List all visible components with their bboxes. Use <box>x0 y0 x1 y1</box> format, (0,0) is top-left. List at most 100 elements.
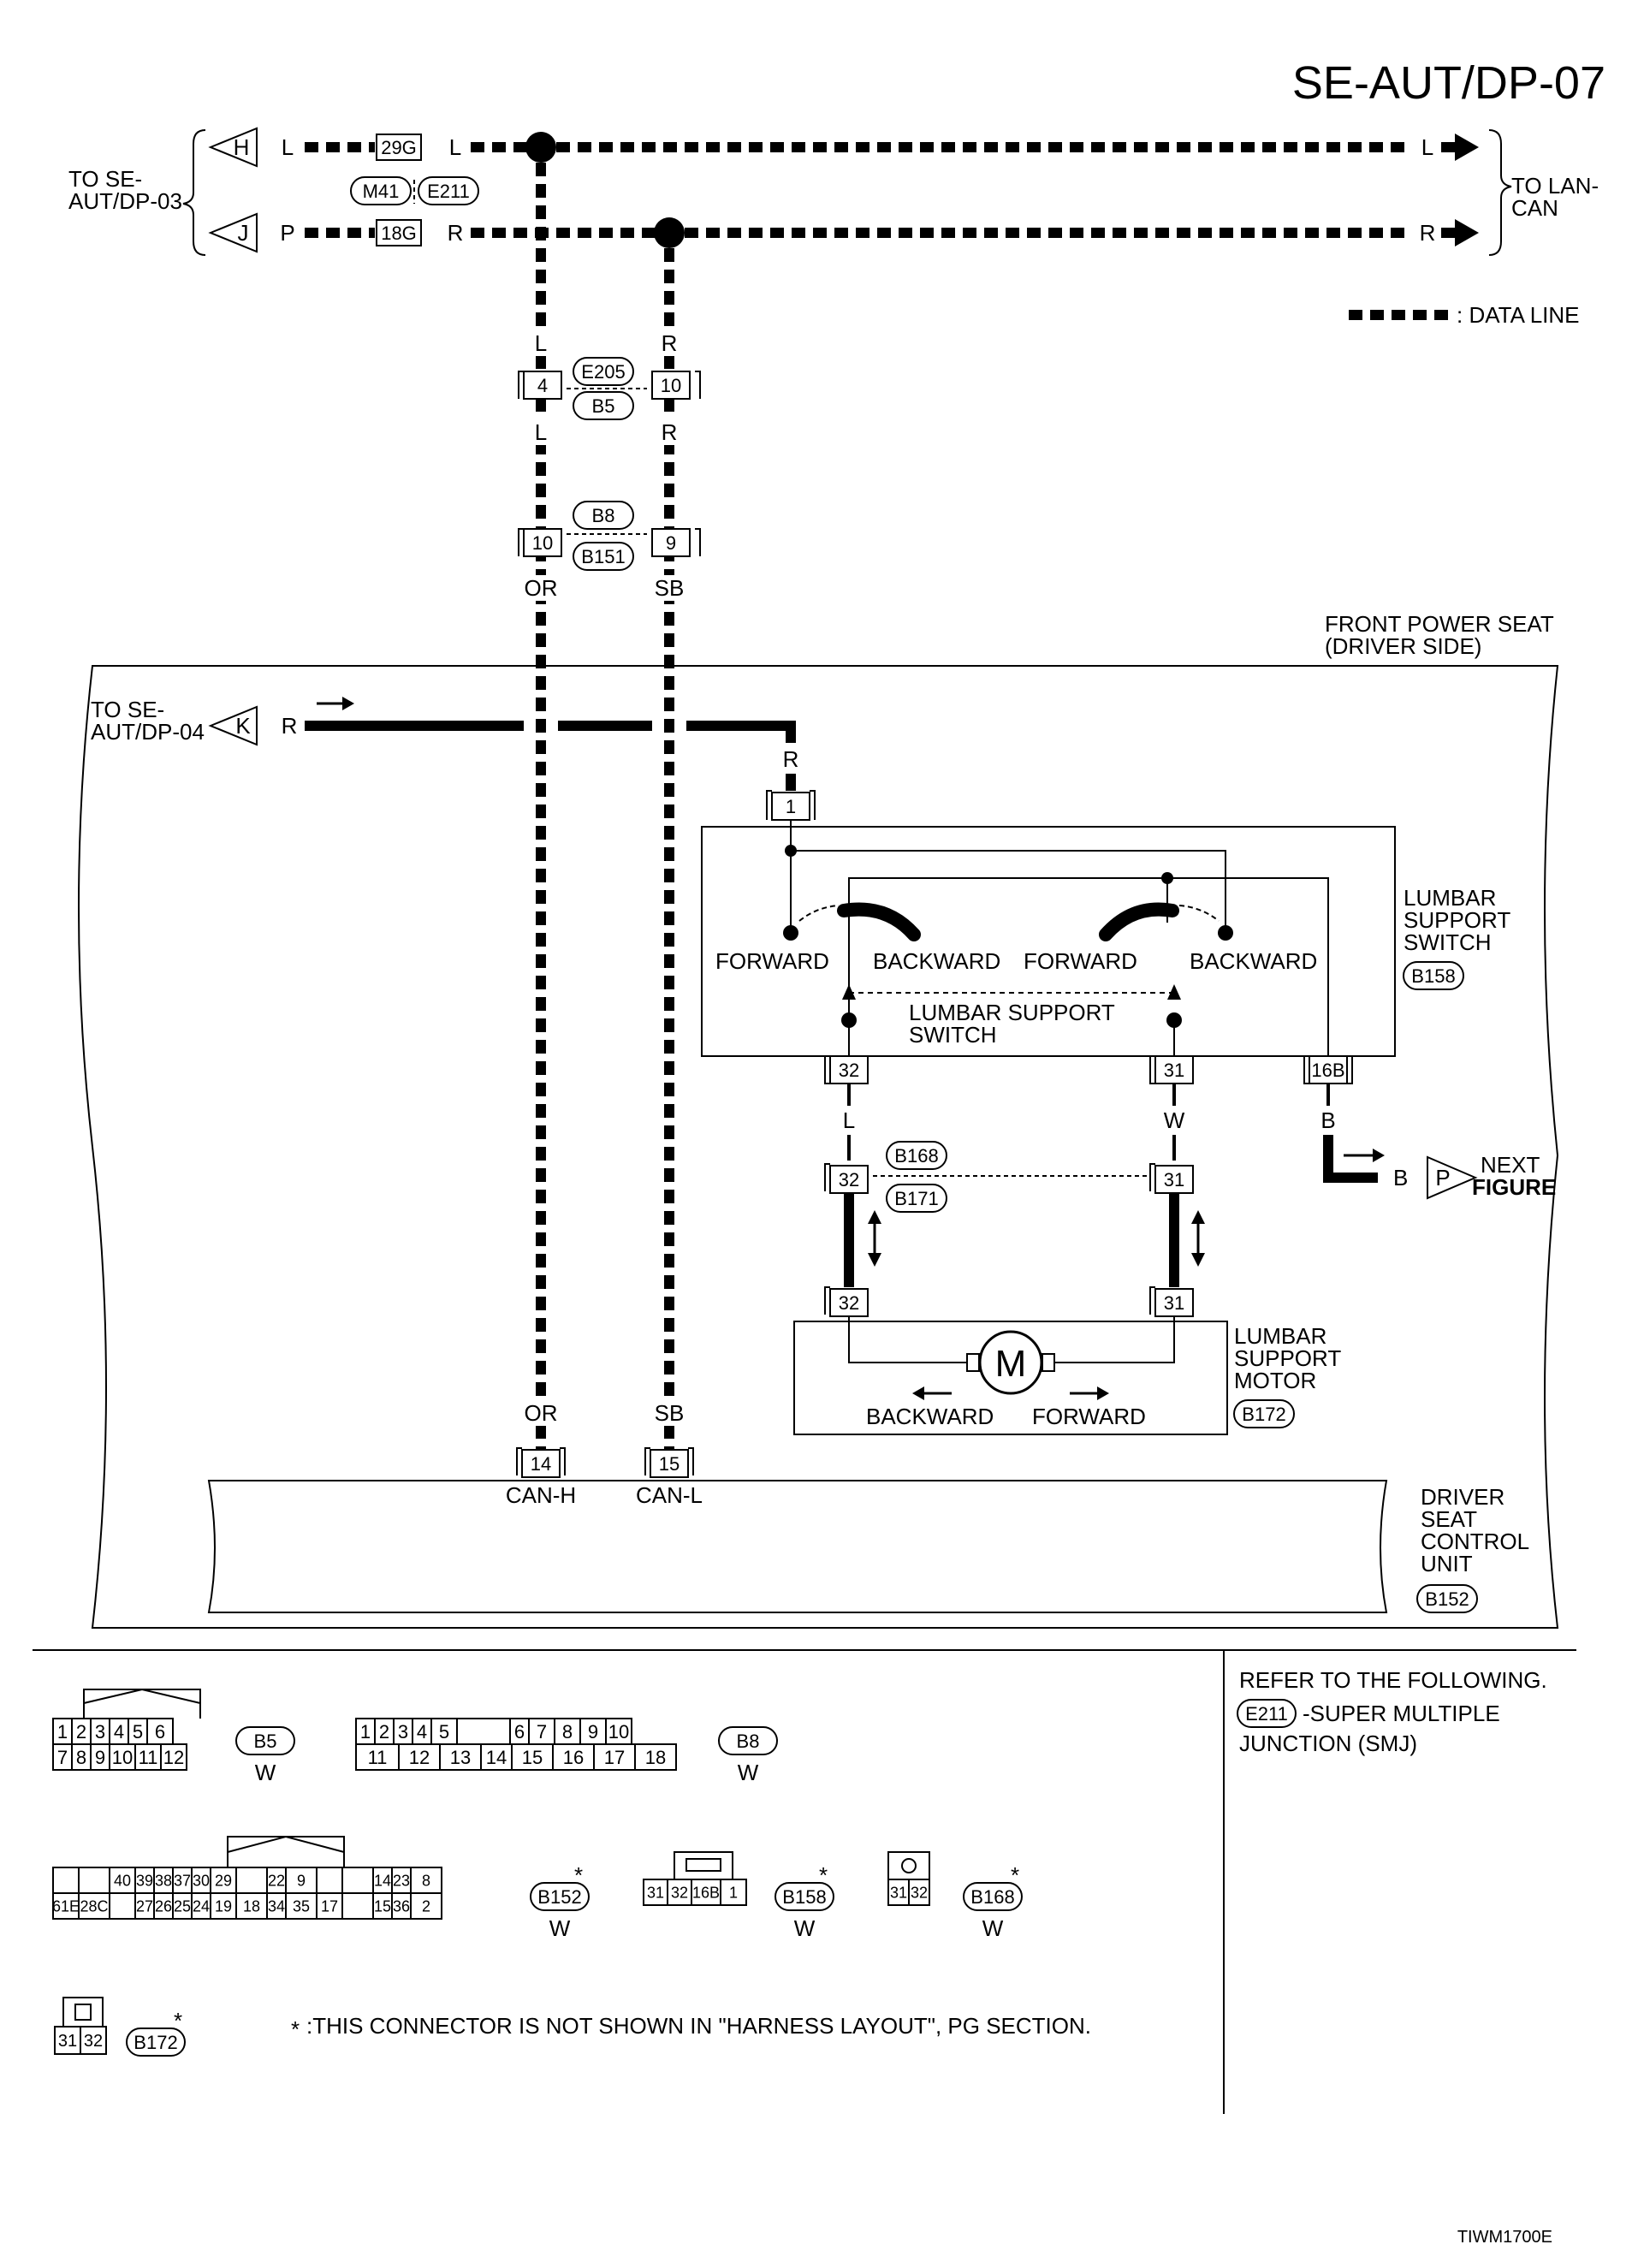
face-b8-label: B8 <box>737 1731 760 1752</box>
b152-bottom-cell <box>210 1892 237 1920</box>
pin-10-e205: 10 <box>661 375 681 396</box>
can-l-label: CAN-L <box>636 1482 703 1508</box>
to-se-aut-dp04-label: TO SE- <box>91 697 164 722</box>
arrow-p-letter: P <box>1435 1165 1450 1190</box>
connector-b168 <box>886 1141 947 1170</box>
refer-connector-e211 <box>1237 1699 1297 1728</box>
seat-title-2: (DRIVER SIDE) <box>1325 633 1481 659</box>
b5-bottom-cell-label: 11 <box>139 1747 158 1768</box>
b158-cell <box>720 1879 747 1906</box>
b5-bottom-cell-label: 12 <box>163 1747 184 1768</box>
refer-line-3: JUNCTION (SMJ) <box>1239 1731 1417 1756</box>
pin-9: 9 <box>666 532 676 554</box>
arrow-j-letter: J <box>238 220 249 246</box>
b152-bottom-cell <box>109 1892 136 1920</box>
b152-top-cell-label: 22 <box>268 1872 285 1889</box>
b8-bottom-cell-label: 12 <box>409 1747 430 1768</box>
b8-bottom-cell <box>511 1743 554 1771</box>
b8-top-cell-label: 5 <box>439 1721 449 1743</box>
wire-or-label-2: OR <box>525 1400 558 1426</box>
b152-bottom-cell-label: 27 <box>136 1897 153 1915</box>
b152-top-cell-label: 8 <box>422 1872 430 1889</box>
face-b168-color: W <box>982 1915 1004 1941</box>
switch-blade-1 <box>837 902 921 941</box>
seat-title: FRONT POWER SEAT <box>1325 611 1554 637</box>
b152-bottom-cell-label: 19 <box>215 1897 232 1915</box>
face-b152-label: B152 <box>537 1886 581 1908</box>
connector-b5-label: B5 <box>592 395 615 417</box>
b152-bottom-cell <box>52 1892 80 1920</box>
b158-cell-label: 16B <box>692 1884 720 1901</box>
connector-m41 <box>350 176 412 205</box>
b5-top-cell-label: 5 <box>133 1721 143 1743</box>
b8-bottom-cell-label: 11 <box>368 1747 388 1768</box>
switch-name-3: SWITCH <box>1404 929 1492 955</box>
connector-m41-label: M41 <box>363 181 400 202</box>
arrow-j <box>208 212 258 253</box>
pin-18g-box <box>376 219 422 246</box>
b152-bottom-cell-label: 15 <box>374 1897 391 1915</box>
pin-32-b172: 32 <box>839 1292 859 1314</box>
b158-cell-label: 1 <box>729 1884 738 1901</box>
connector-e205-b5: 4 10 E205 B5 <box>518 357 701 420</box>
face-b152-star: * <box>574 1862 583 1888</box>
b8-top-cell-label: 7 <box>537 1721 547 1743</box>
motor-name-2: SUPPORT <box>1234 1345 1341 1371</box>
connector-b8-label: B8 <box>592 505 615 526</box>
pin-31-b168: 31 <box>1164 1169 1184 1190</box>
pin-18g: 18G <box>381 223 417 244</box>
left-brace <box>182 129 206 256</box>
face-b168-label: B168 <box>970 1886 1014 1908</box>
b152-top-cell-label: 37 <box>174 1872 191 1889</box>
b8-top-cell-label: 2 <box>379 1721 389 1743</box>
b152-top-cell-label: 9 <box>297 1872 306 1889</box>
motor-m: M <box>995 1343 1027 1385</box>
switch-blade-2 <box>1099 902 1179 941</box>
face-b158-color: W <box>794 1915 816 1941</box>
b8-top-cell-label: 9 <box>588 1721 598 1743</box>
b152-bottom-cell <box>410 1892 442 1920</box>
b8-bottom-cell-label: 16 <box>563 1747 584 1768</box>
wire-l-switch: L <box>843 1107 855 1133</box>
b152-bottom-cell-label: 2 <box>422 1897 430 1915</box>
connector-e211-label: E211 <box>427 181 470 202</box>
wire-r-power: TO SE- AUT/DP-04 K R R 1 <box>91 697 816 821</box>
lumbar-support-switch: LUMBAR SUPPORT SWITCH B158 FORWARD BACKW <box>701 820 1510 1084</box>
driver-seat-control-unit: 14 15 CAN-H CAN-L DRIVER SEAT CONTROL UN… <box>207 1447 1529 1613</box>
control-unit-name: DRIVER <box>1421 1484 1504 1510</box>
switch-box <box>701 826 1396 1057</box>
connector-e211 <box>418 176 479 205</box>
footnote-text: :THIS CONNECTOR IS NOT SHOWN IN "HARNESS… <box>306 2013 1091 2039</box>
b152-top-cell <box>410 1867 442 1894</box>
to-se-aut-dp04-label-2: AUT/DP-04 <box>91 719 205 745</box>
b5-bottom-cell <box>160 1743 187 1771</box>
switch-inner-label-2: SWITCH <box>909 1022 997 1048</box>
b8-bottom-cell-label: 15 <box>522 1747 543 1768</box>
switch-backward-2: BACKWARD <box>1190 948 1317 974</box>
b152-bottom-cell-label: 25 <box>174 1897 191 1915</box>
b5-top-cell-label: 2 <box>76 1721 86 1743</box>
b8-top-cell-label: 10 <box>608 1721 629 1743</box>
motor-wires <box>844 1193 1205 1287</box>
pin-32-b168: 32 <box>839 1169 859 1190</box>
pin-1: 1 <box>786 796 796 817</box>
legend-data-line: : DATA LINE <box>1457 302 1580 328</box>
connector-e205 <box>573 357 634 386</box>
lumbar-support-motor: 32 31 M BACKWARD FORWARD LUMBAR SUPPORT … <box>793 1286 1341 1435</box>
motor-forward: FORWARD <box>1032 1404 1146 1429</box>
b152-bottom-cell-label: 28C <box>80 1897 108 1915</box>
pin-29g: 29G <box>381 137 417 158</box>
b5-top-cell <box>146 1718 174 1745</box>
b152-top-cell <box>78 1867 110 1894</box>
b5-bottom-cell-label: 10 <box>112 1747 133 1768</box>
arrow-p <box>1427 1155 1478 1200</box>
wire-h-color-2: L <box>449 134 461 160</box>
b8-bottom-cell <box>398 1743 441 1771</box>
b172-cell-label: 31 <box>58 2032 77 2051</box>
pin-16b: 16B <box>1311 1060 1344 1081</box>
b168-cell-label: 32 <box>911 1884 928 1901</box>
b152-top-cell-label: 38 <box>155 1872 172 1889</box>
